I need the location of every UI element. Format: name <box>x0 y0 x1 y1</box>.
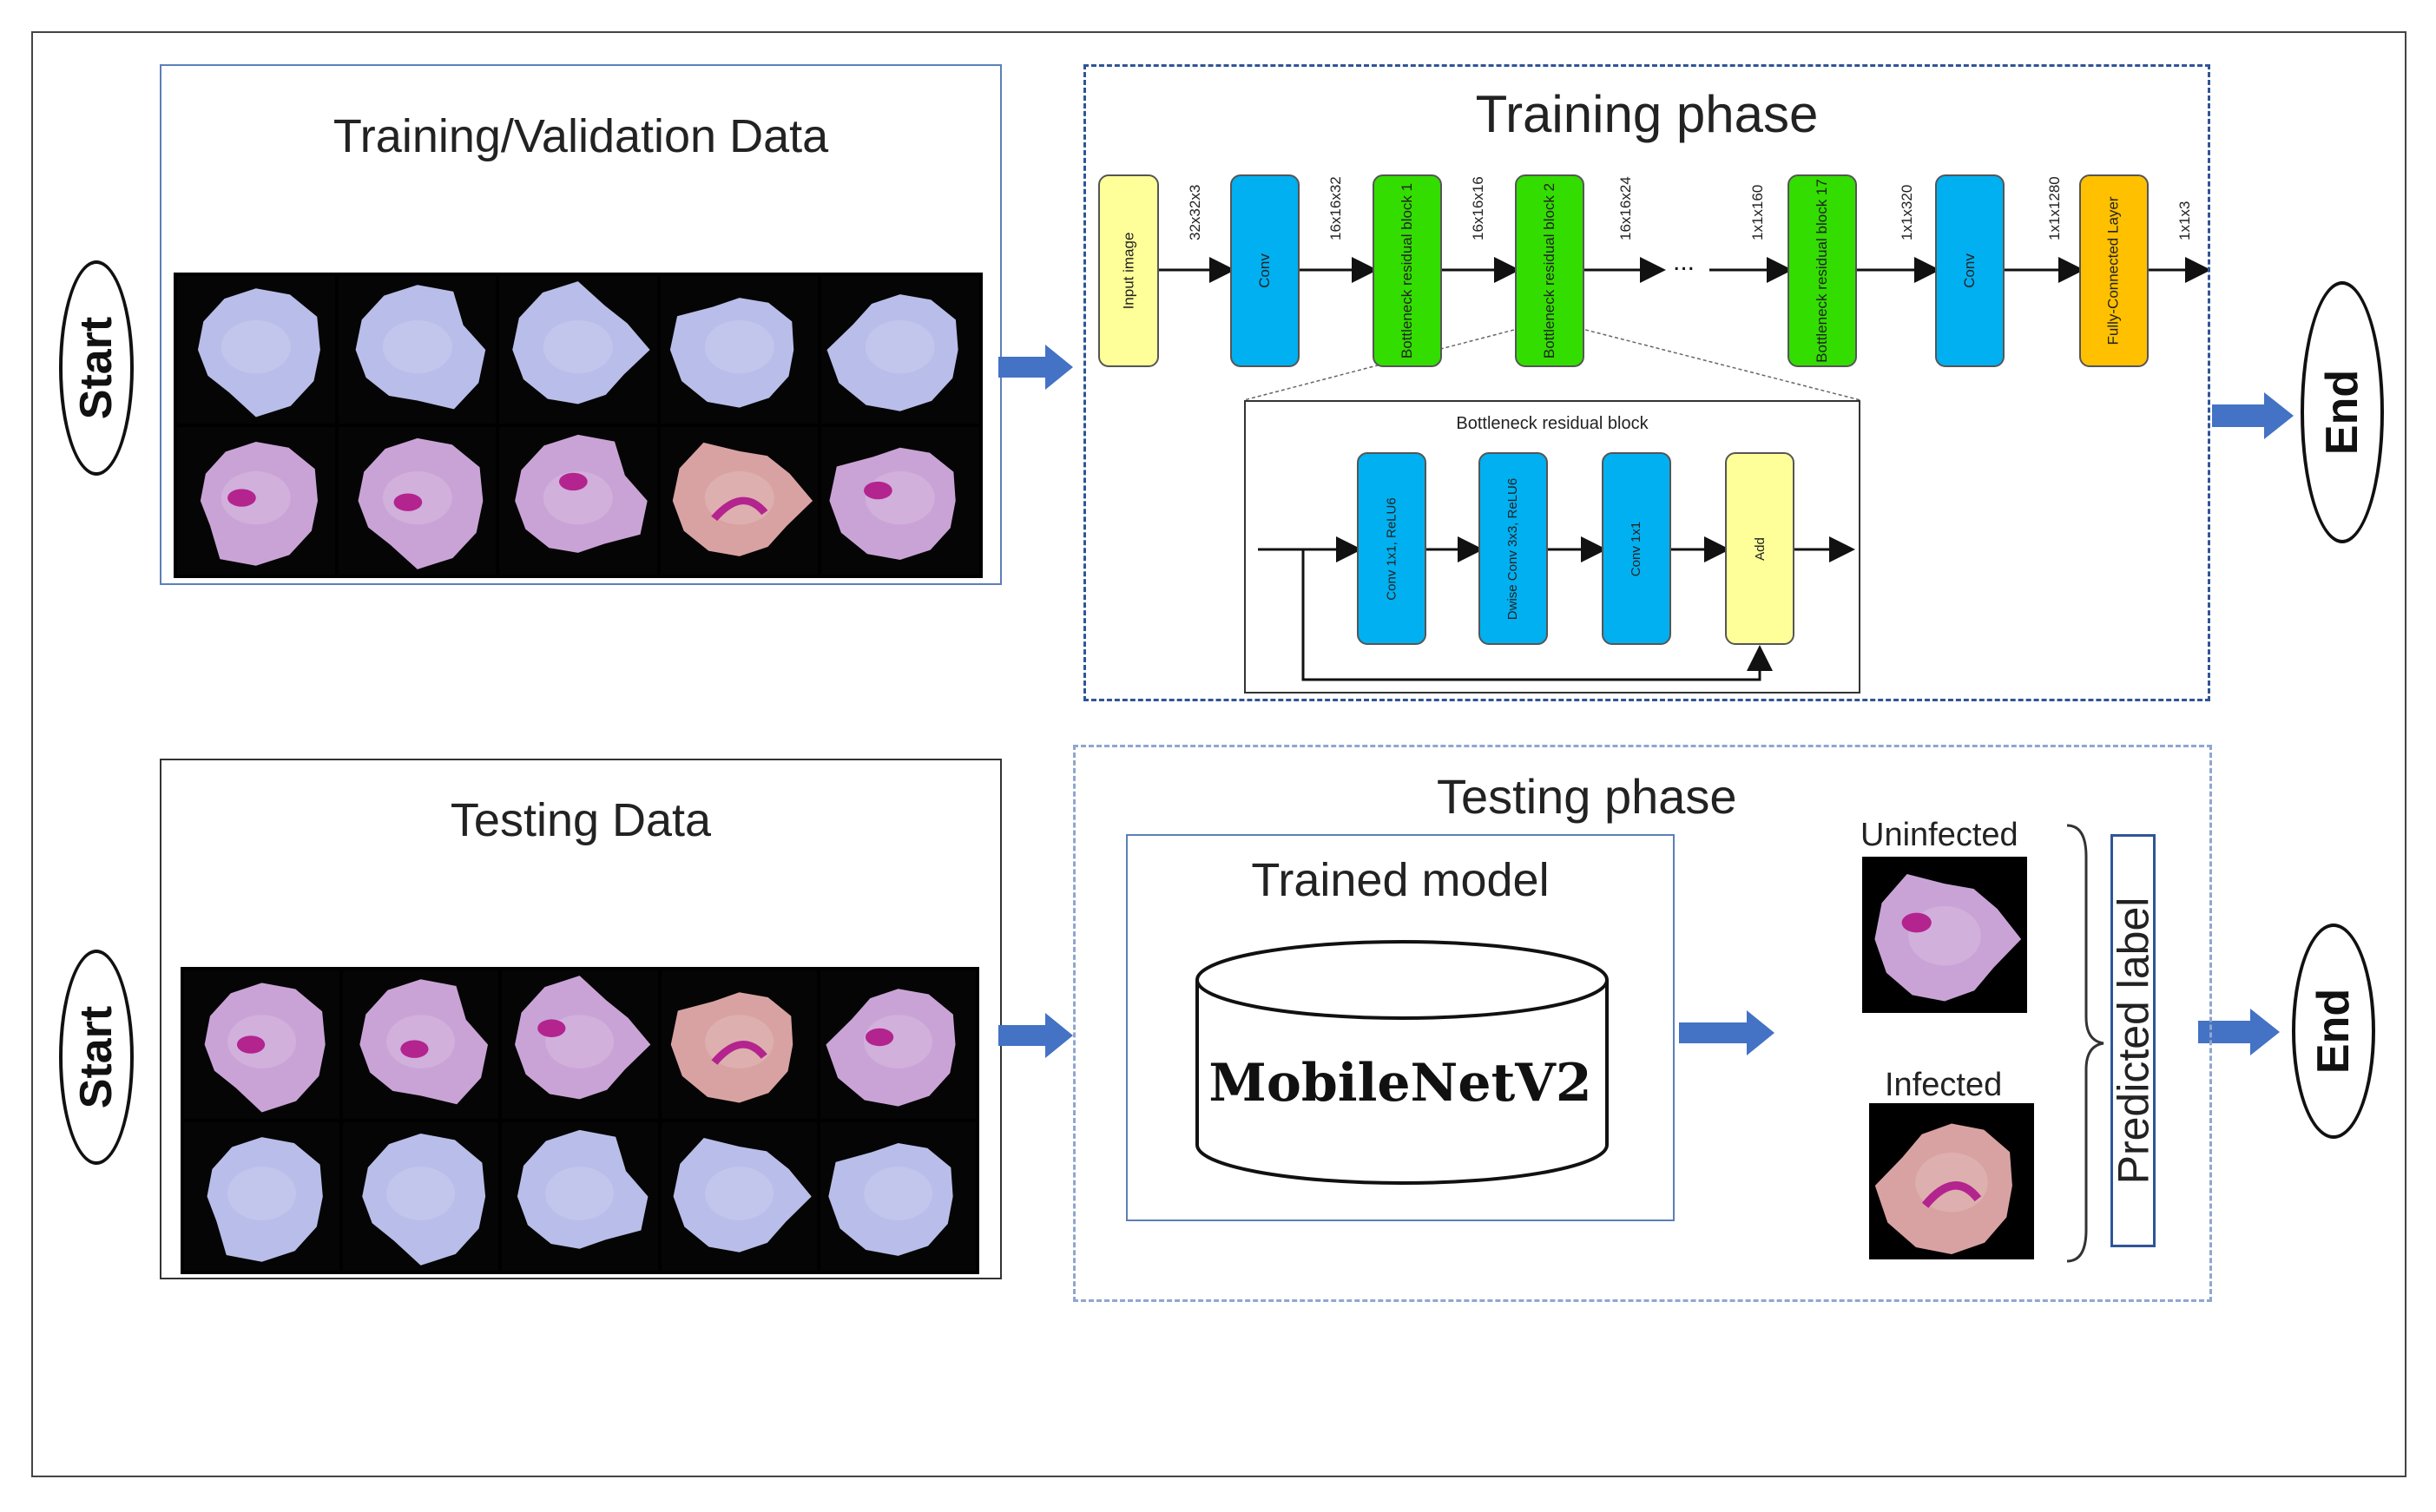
cell-image-tile <box>821 276 979 424</box>
training-data-panel: Training/Validation Data <box>160 64 1002 585</box>
pipeline-connectors <box>1159 257 2208 401</box>
testing-cell-grid <box>181 967 979 1274</box>
testing-data-panel: Testing Data <box>160 759 1002 1279</box>
arrow-to-training <box>998 345 1073 390</box>
testing-phase-title: Testing phase <box>1437 769 1737 824</box>
pipeline-block-4: Bottleneck residual block 2 <box>1515 174 1584 367</box>
cell-image-tile <box>499 276 657 424</box>
cell-image-tile <box>184 970 340 1119</box>
trained-model-title: Trained model <box>1251 854 1550 906</box>
infected-cell-image <box>1869 1103 2034 1259</box>
training-phase-title: Training phase <box>1475 85 1819 143</box>
start-oval-top: Start <box>59 260 134 476</box>
end-label: End <box>2317 369 2367 456</box>
model-cylinder <box>1195 940 1609 1185</box>
start-label: Start <box>71 316 122 420</box>
tensor-dim-label: 1x1x1280 <box>2046 176 2063 240</box>
cell-image-tile <box>660 427 819 575</box>
pipeline-block-label: Input image <box>1120 232 1136 310</box>
uninfected-cell-image <box>1862 857 2027 1013</box>
pipeline-ellipsis: ... <box>1673 247 1695 276</box>
bottleneck-detail-box: Bottleneck residual block Conv 1x1, ReLU… <box>1244 400 1860 694</box>
cell-image-tile <box>177 427 335 575</box>
cell-image-tile <box>660 276 819 424</box>
cell-image-tile <box>502 970 658 1119</box>
pipeline-block-1: Input image <box>1098 174 1159 367</box>
uninfected-label: Uninfected <box>1860 817 2018 853</box>
grouping-brace <box>2066 824 2104 1263</box>
start-oval-bottom: Start <box>59 950 134 1165</box>
pipeline-block-5: Bottleneck residual block 17 <box>1787 174 1857 367</box>
tensor-dim-label: 1x1x160 <box>1749 184 1766 240</box>
tensor-dim-label: 16x16x16 <box>1470 176 1486 240</box>
training-data-title: Training/Validation Data <box>332 110 829 162</box>
cell-image-tile <box>343 970 499 1119</box>
tensor-dim-label: 1x1x320 <box>1899 184 1915 240</box>
cell-image-tile <box>820 1122 976 1271</box>
pipeline-block-label: Bottleneck residual block 2 <box>1541 182 1558 359</box>
end-oval-bottom: End <box>2292 924 2375 1139</box>
tensor-dim-label: 16x16x32 <box>1327 176 1344 240</box>
arrow-to-end-bottom <box>2198 1009 2280 1055</box>
cell-image-tile <box>499 427 657 575</box>
tensor-dim-label: 1x1x3 <box>2176 201 2193 240</box>
end-label: End <box>2308 988 2359 1075</box>
cell-image-tile <box>502 1122 658 1271</box>
bottleneck-layer-label: Add <box>1752 536 1768 561</box>
pipeline-block-7: Fully-Connected Layer <box>2079 174 2149 367</box>
cell-image-tile <box>338 276 497 424</box>
cell-image-tile <box>821 427 979 575</box>
predicted-label-box: Predicted label <box>2109 834 2158 1247</box>
cell-image-tile <box>820 970 976 1119</box>
bottleneck-title: Bottleneck residual block <box>1456 414 1649 433</box>
cell-image-tile <box>343 1122 499 1271</box>
bottleneck-layer-4: Add <box>1725 452 1794 645</box>
bottleneck-layer-1: Conv 1x1, ReLU6 <box>1357 452 1426 645</box>
predicted-label-text: Predicted label <box>2109 897 2158 1185</box>
arrow-model-to-labels <box>1679 1010 1774 1055</box>
model-name: MobileNetV2 <box>1208 1053 1592 1114</box>
pipeline-block-label: Bottleneck residual block 1 <box>1399 182 1416 359</box>
training-cell-grid <box>174 273 983 578</box>
figure-frame <box>31 31 2406 1477</box>
pipeline-block-label: Bottleneck residual block 17 <box>1814 179 1830 363</box>
bottleneck-layer-label: Dwise Conv 3x3, ReLU6 <box>1505 477 1521 620</box>
pipeline-block-3: Bottleneck residual block 1 <box>1373 174 1442 367</box>
pipeline-block-label: Conv <box>1961 253 1978 288</box>
cell-image-tile <box>338 427 497 575</box>
cell-image-tile <box>661 970 817 1119</box>
bottleneck-layer-3: Conv 1x1 <box>1602 452 1671 645</box>
pipeline-block-label: Fully-Connected Layer <box>2105 196 2122 345</box>
cell-image-tile <box>177 276 335 424</box>
bottleneck-connectors <box>1258 536 1855 681</box>
start-label: Start <box>71 1005 122 1109</box>
arrow-to-end-top <box>2212 392 2294 439</box>
infected-label: Infected <box>1885 1067 2003 1103</box>
bottleneck-layer-label: Conv 1x1, ReLU6 <box>1384 496 1399 601</box>
pipeline-block-6: Conv <box>1935 174 2005 367</box>
trained-model-box: Trained model MobileNetV2 <box>1126 834 1675 1221</box>
tensor-dim-label: 16x16x24 <box>1617 176 1634 240</box>
bottleneck-layer-label: Conv 1x1 <box>1629 521 1644 576</box>
cell-image-tile <box>661 1122 817 1271</box>
tensor-dim-label: 32x32x3 <box>1187 184 1203 240</box>
pipeline-block-2: Conv <box>1230 174 1300 367</box>
testing-phase-region: Testing phase Trained model MobileNetV2 … <box>1073 745 2212 1302</box>
bottleneck-layer-2: Dwise Conv 3x3, ReLU6 <box>1478 452 1548 645</box>
pipeline-block-label: Conv <box>1256 253 1273 288</box>
arrow-to-testing <box>998 1013 1073 1058</box>
cell-image-tile <box>184 1122 340 1271</box>
testing-data-title: Testing Data <box>450 794 712 846</box>
end-oval-top: End <box>2301 281 2384 543</box>
